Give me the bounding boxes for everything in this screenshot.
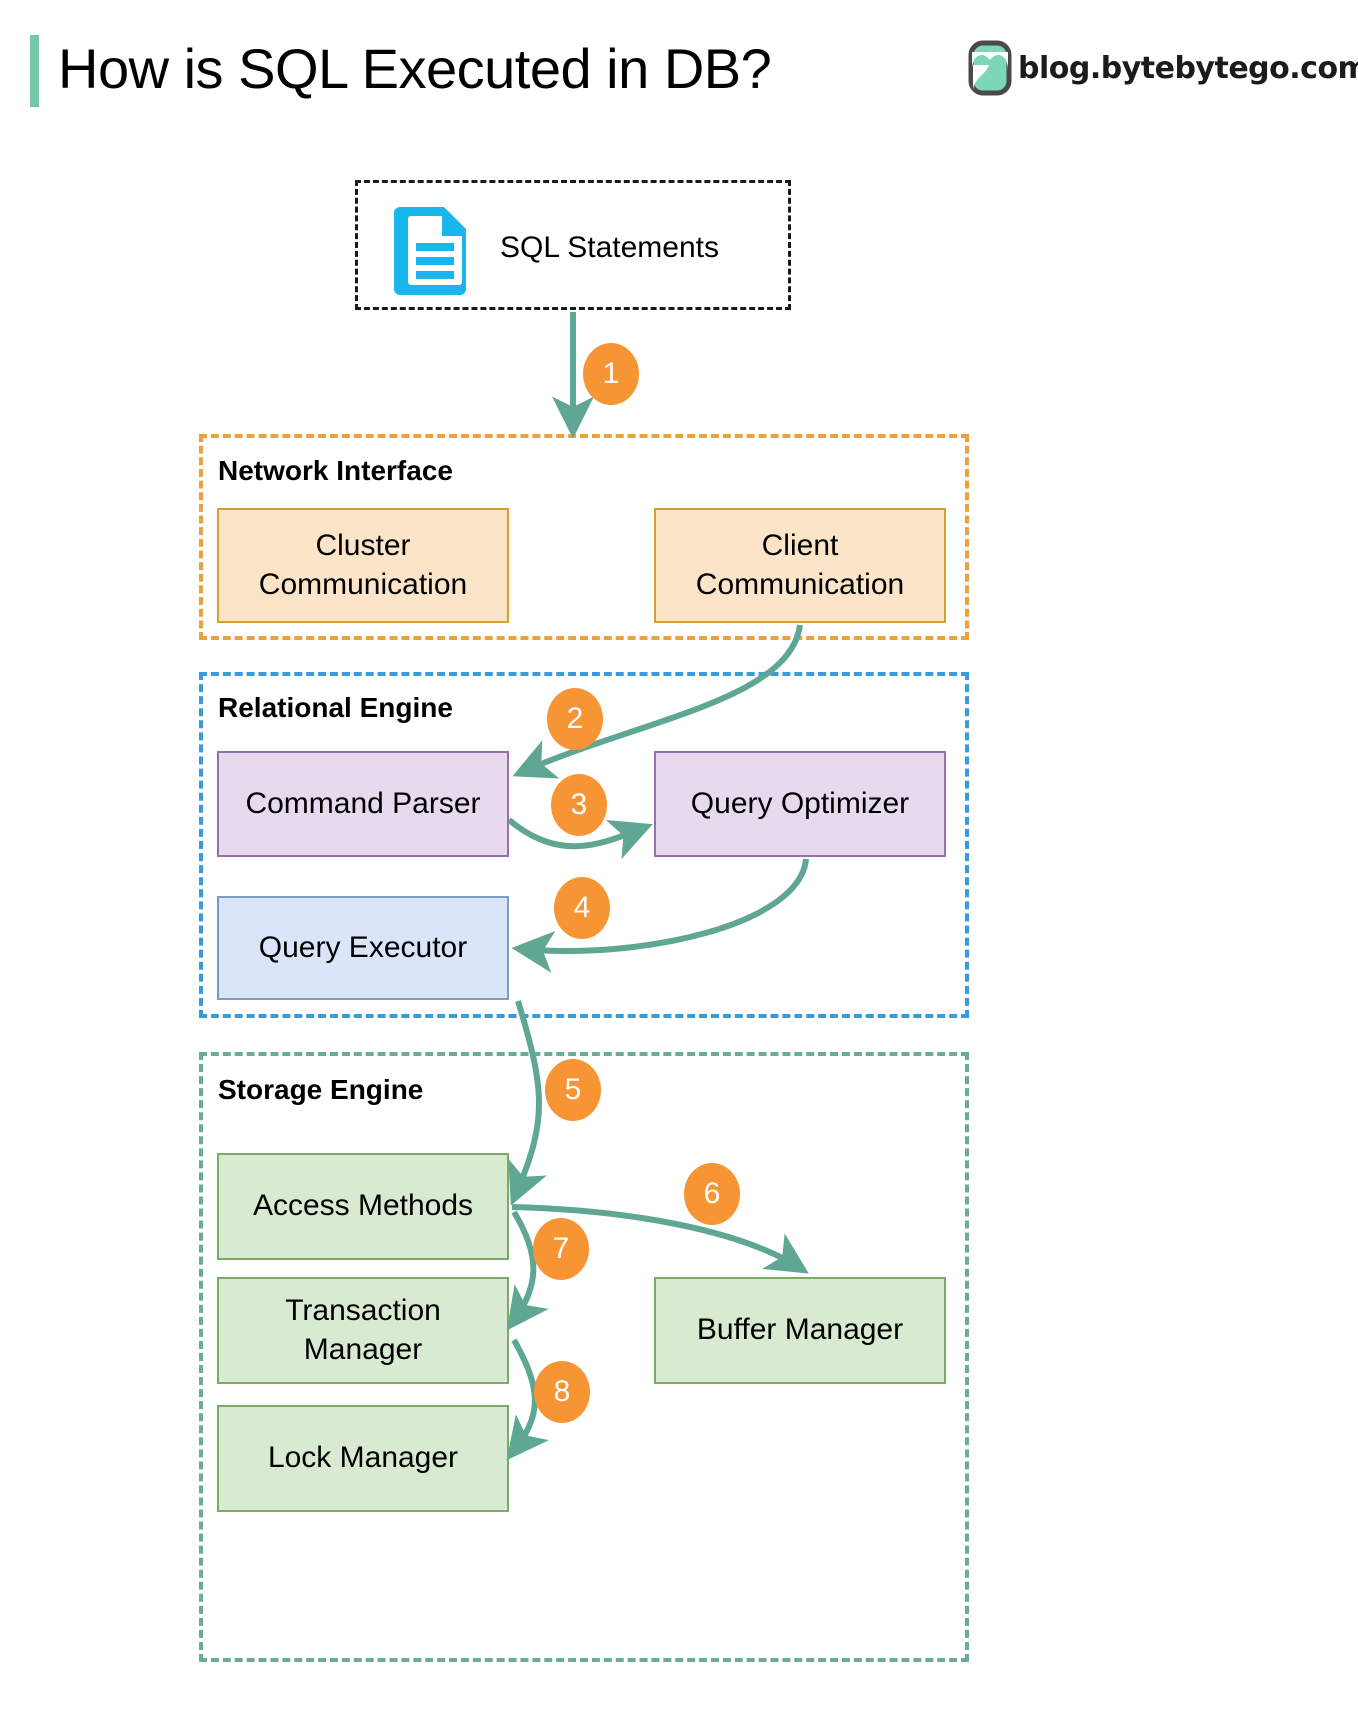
step-badge-3: 3: [551, 774, 607, 836]
step-badge-1: 1: [583, 343, 639, 405]
step-badge-8: 8: [534, 1361, 590, 1423]
node-access-methods[interactable]: Access Methods: [217, 1153, 509, 1260]
sql-statements-label: SQL Statements: [500, 230, 719, 264]
node-query-optimizer[interactable]: Query Optimizer: [654, 751, 946, 857]
title-accent-bar: [30, 35, 39, 107]
node-buffer-manager[interactable]: Buffer Manager: [654, 1277, 946, 1384]
header: How is SQL Executed in DB? blog.bytebyte…: [0, 0, 1358, 140]
group-label-relational-engine: Relational Engine: [218, 692, 453, 723]
page-title: How is SQL Executed in DB?: [58, 37, 772, 100]
brand-text: blog.bytebytego.com: [1018, 50, 1358, 86]
group-storage-engine: [199, 1052, 969, 1662]
group-label-storage-engine: Storage Engine: [218, 1074, 424, 1105]
node-lock-manager[interactable]: Lock Manager: [217, 1405, 509, 1512]
step-badge-5: 5: [545, 1059, 601, 1121]
node-command-parser[interactable]: Command Parser: [217, 751, 509, 857]
step-badge-2: 2: [547, 688, 603, 750]
bytebytego-logo-icon: [968, 40, 1012, 96]
step-badge-6: 6: [684, 1163, 740, 1225]
node-transaction-manager[interactable]: Transaction Manager: [217, 1277, 509, 1384]
step-badge-7: 7: [533, 1218, 589, 1280]
node-cluster-communication[interactable]: Cluster Communication: [217, 508, 509, 623]
document-icon: [394, 207, 466, 295]
step-badge-4: 4: [554, 877, 610, 939]
group-label-network-interface: Network Interface: [218, 455, 453, 486]
node-query-executor[interactable]: Query Executor: [217, 896, 509, 1000]
brand: blog.bytebytego.com: [968, 36, 1358, 100]
sql-statements-container: [355, 180, 791, 310]
node-client-communication[interactable]: Client Communication: [654, 508, 946, 623]
